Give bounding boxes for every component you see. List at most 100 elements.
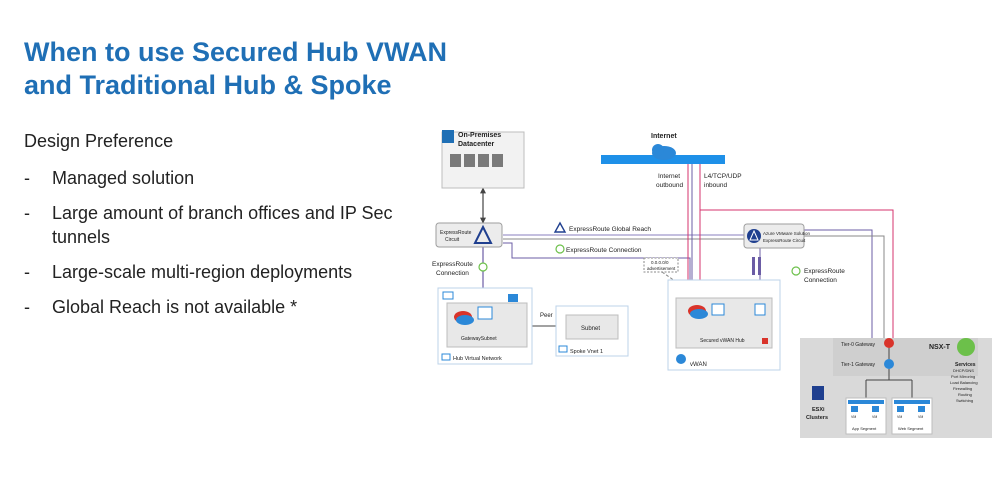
slide-title: When to use Secured Hub VWAN and Traditi… <box>24 36 544 102</box>
avs-circuit-label-2: ExpressRoute Circuit <box>763 238 806 243</box>
tier0-label: Tier-0 Gateway <box>841 342 875 348</box>
title-line-1: When to use Secured Hub VWAN <box>24 37 448 67</box>
avs-nsx-line-2 <box>792 235 885 338</box>
vm-icon <box>851 406 858 412</box>
bullet-dash: - <box>24 262 30 282</box>
gateway-icon <box>454 311 474 325</box>
esxi-label-1: ESXi <box>812 407 825 413</box>
connection-check-icon <box>555 244 565 254</box>
gateway-icon <box>688 305 708 319</box>
tier1-label: Tier-1 Gateway <box>841 362 875 368</box>
l4-label-2: inbound <box>704 182 728 189</box>
connection-check-icon <box>791 266 801 276</box>
global-reach-icon <box>553 221 567 233</box>
bullet-text: Managed solution <box>52 168 195 188</box>
firewall-icon <box>508 294 518 302</box>
bullet-dash: - <box>24 297 30 317</box>
vpn-gateway-icon <box>711 303 725 316</box>
bullet-text: Large-scale multi-region deployments <box>52 262 353 282</box>
vpn-gateway-icon <box>477 306 493 320</box>
avs-circuit-label-1: Azure VMware Solution <box>763 231 811 236</box>
datacenter-label: Datacenter <box>458 141 494 148</box>
er-conn-right-label-1: ExpressRoute <box>804 268 845 275</box>
hub-virtual-network: GatewaySubnet Hub Virtual Network <box>437 287 533 365</box>
server-icon <box>450 154 503 167</box>
secured-hub-label: Secured vWAN Hub <box>700 338 745 344</box>
expressroute-icon <box>473 224 493 244</box>
onprem-label: On-Premises <box>458 132 501 139</box>
title-line-2: and Traditional Hub & Spoke <box>24 70 392 100</box>
web-segment-label: Web Segment <box>898 426 924 431</box>
bullet-item: - Large amount of branch offices and IP S… <box>24 201 424 249</box>
onprem-datacenter: On-Premises Datacenter <box>441 130 525 189</box>
internet-outbound-label-1: Internet <box>658 173 680 180</box>
er-connection-mid-line <box>503 242 691 300</box>
spoke-vnet: Peer Subnet Spoke Vnet 1 <box>540 305 629 357</box>
service-item: Routing <box>958 392 972 397</box>
cloud-icon <box>652 144 676 160</box>
bullet-item: - Global Reach is not available * <box>24 295 424 319</box>
bullet-item: - Large-scale multi-region deployments <box>24 260 424 284</box>
er-conn-left-label-2: Connection <box>436 270 469 277</box>
nsxt-label: NSX-T <box>929 344 951 351</box>
er-circuit-label-1: ExpressRoute <box>440 230 472 236</box>
nsxt-private-cloud: Tier-0 Gateway Tier-1 Gateway NSX-T Serv… <box>800 338 992 438</box>
tier1-gateway-icon <box>884 359 894 369</box>
avs-er-circuit: Azure VMware Solution ExpressRoute Circu… <box>743 223 811 249</box>
service-item: Switching <box>956 398 973 403</box>
advertisement-box <box>643 257 679 273</box>
vwan: Secured vWAN Hub vWAN <box>667 279 781 371</box>
connector-bar <box>758 257 761 275</box>
er-circuit-label-2: Circuit <box>445 237 460 243</box>
hub-vnet-label: Hub Virtual Network <box>453 356 502 362</box>
firewall-icon <box>762 338 768 344</box>
subnet-label: Subnet <box>581 326 600 332</box>
peer-label: Peer <box>540 313 553 319</box>
building-icon <box>442 130 454 143</box>
spoke-vnet-label: Spoke Vnet 1 <box>570 349 603 355</box>
nsx-icon <box>957 338 975 356</box>
vwan-icon <box>676 354 686 364</box>
internet-outbound-label-2: outbound <box>656 182 683 189</box>
vm-icon <box>897 406 904 412</box>
esxi-label-2: Clusters <box>806 415 828 421</box>
er-circuit-left: ExpressRoute Circuit <box>435 222 503 248</box>
tier0-gateway-icon <box>884 338 894 348</box>
internet-nsx-line <box>699 164 894 338</box>
app-segment-label: App Segment <box>852 426 877 431</box>
vm-label: VM <box>872 415 877 419</box>
service-item: Load Balancing <box>950 380 978 385</box>
subnet-box <box>565 314 619 340</box>
er-connection-mid: ExpressRoute Connection <box>555 244 642 254</box>
esxi-icon <box>812 386 824 400</box>
connection-check-icon <box>478 262 488 272</box>
bullet-text: Global Reach is not available * <box>52 297 298 317</box>
vm-icon <box>872 406 879 412</box>
services-title: Services <box>955 362 976 368</box>
design-preference-heading: Design Preference <box>24 131 174 151</box>
advertisement-label-2: advertisement <box>647 266 676 271</box>
advertisement-note: 0.0.0.0/0 advertisement <box>643 257 679 273</box>
connector-bar <box>752 257 755 275</box>
service-item: Firewalling <box>953 386 972 391</box>
vnet-icon <box>441 353 451 361</box>
global-reach: ExpressRoute Global Reach <box>553 221 651 233</box>
vwan-label: vWAN <box>690 362 707 368</box>
internet: Internet Internet outbound L4/TCP/UDP in… <box>601 133 742 189</box>
bullet-dash: - <box>24 168 30 188</box>
vm-label: VM <box>918 415 923 419</box>
avs-circuit-box <box>743 223 805 249</box>
service-item: DHCP/DNS <box>953 368 974 373</box>
vm-label: VM <box>897 415 902 419</box>
global-reach-label: ExpressRoute Global Reach <box>569 226 651 233</box>
bullet-dash: - <box>24 203 30 223</box>
bullet-item: - Managed solution <box>24 166 424 190</box>
service-item: Port Mirroring <box>951 374 975 379</box>
bullet-text: Large amount of branch offices and IP Se… <box>52 203 393 247</box>
bullet-list: - Managed solution - Large amount of branc… <box>24 166 424 330</box>
er-circuit-box <box>435 222 503 248</box>
avs-nsx-line <box>792 229 873 338</box>
gateway-subnet-label: GatewaySubnet <box>461 336 497 342</box>
router-icon <box>754 303 766 316</box>
